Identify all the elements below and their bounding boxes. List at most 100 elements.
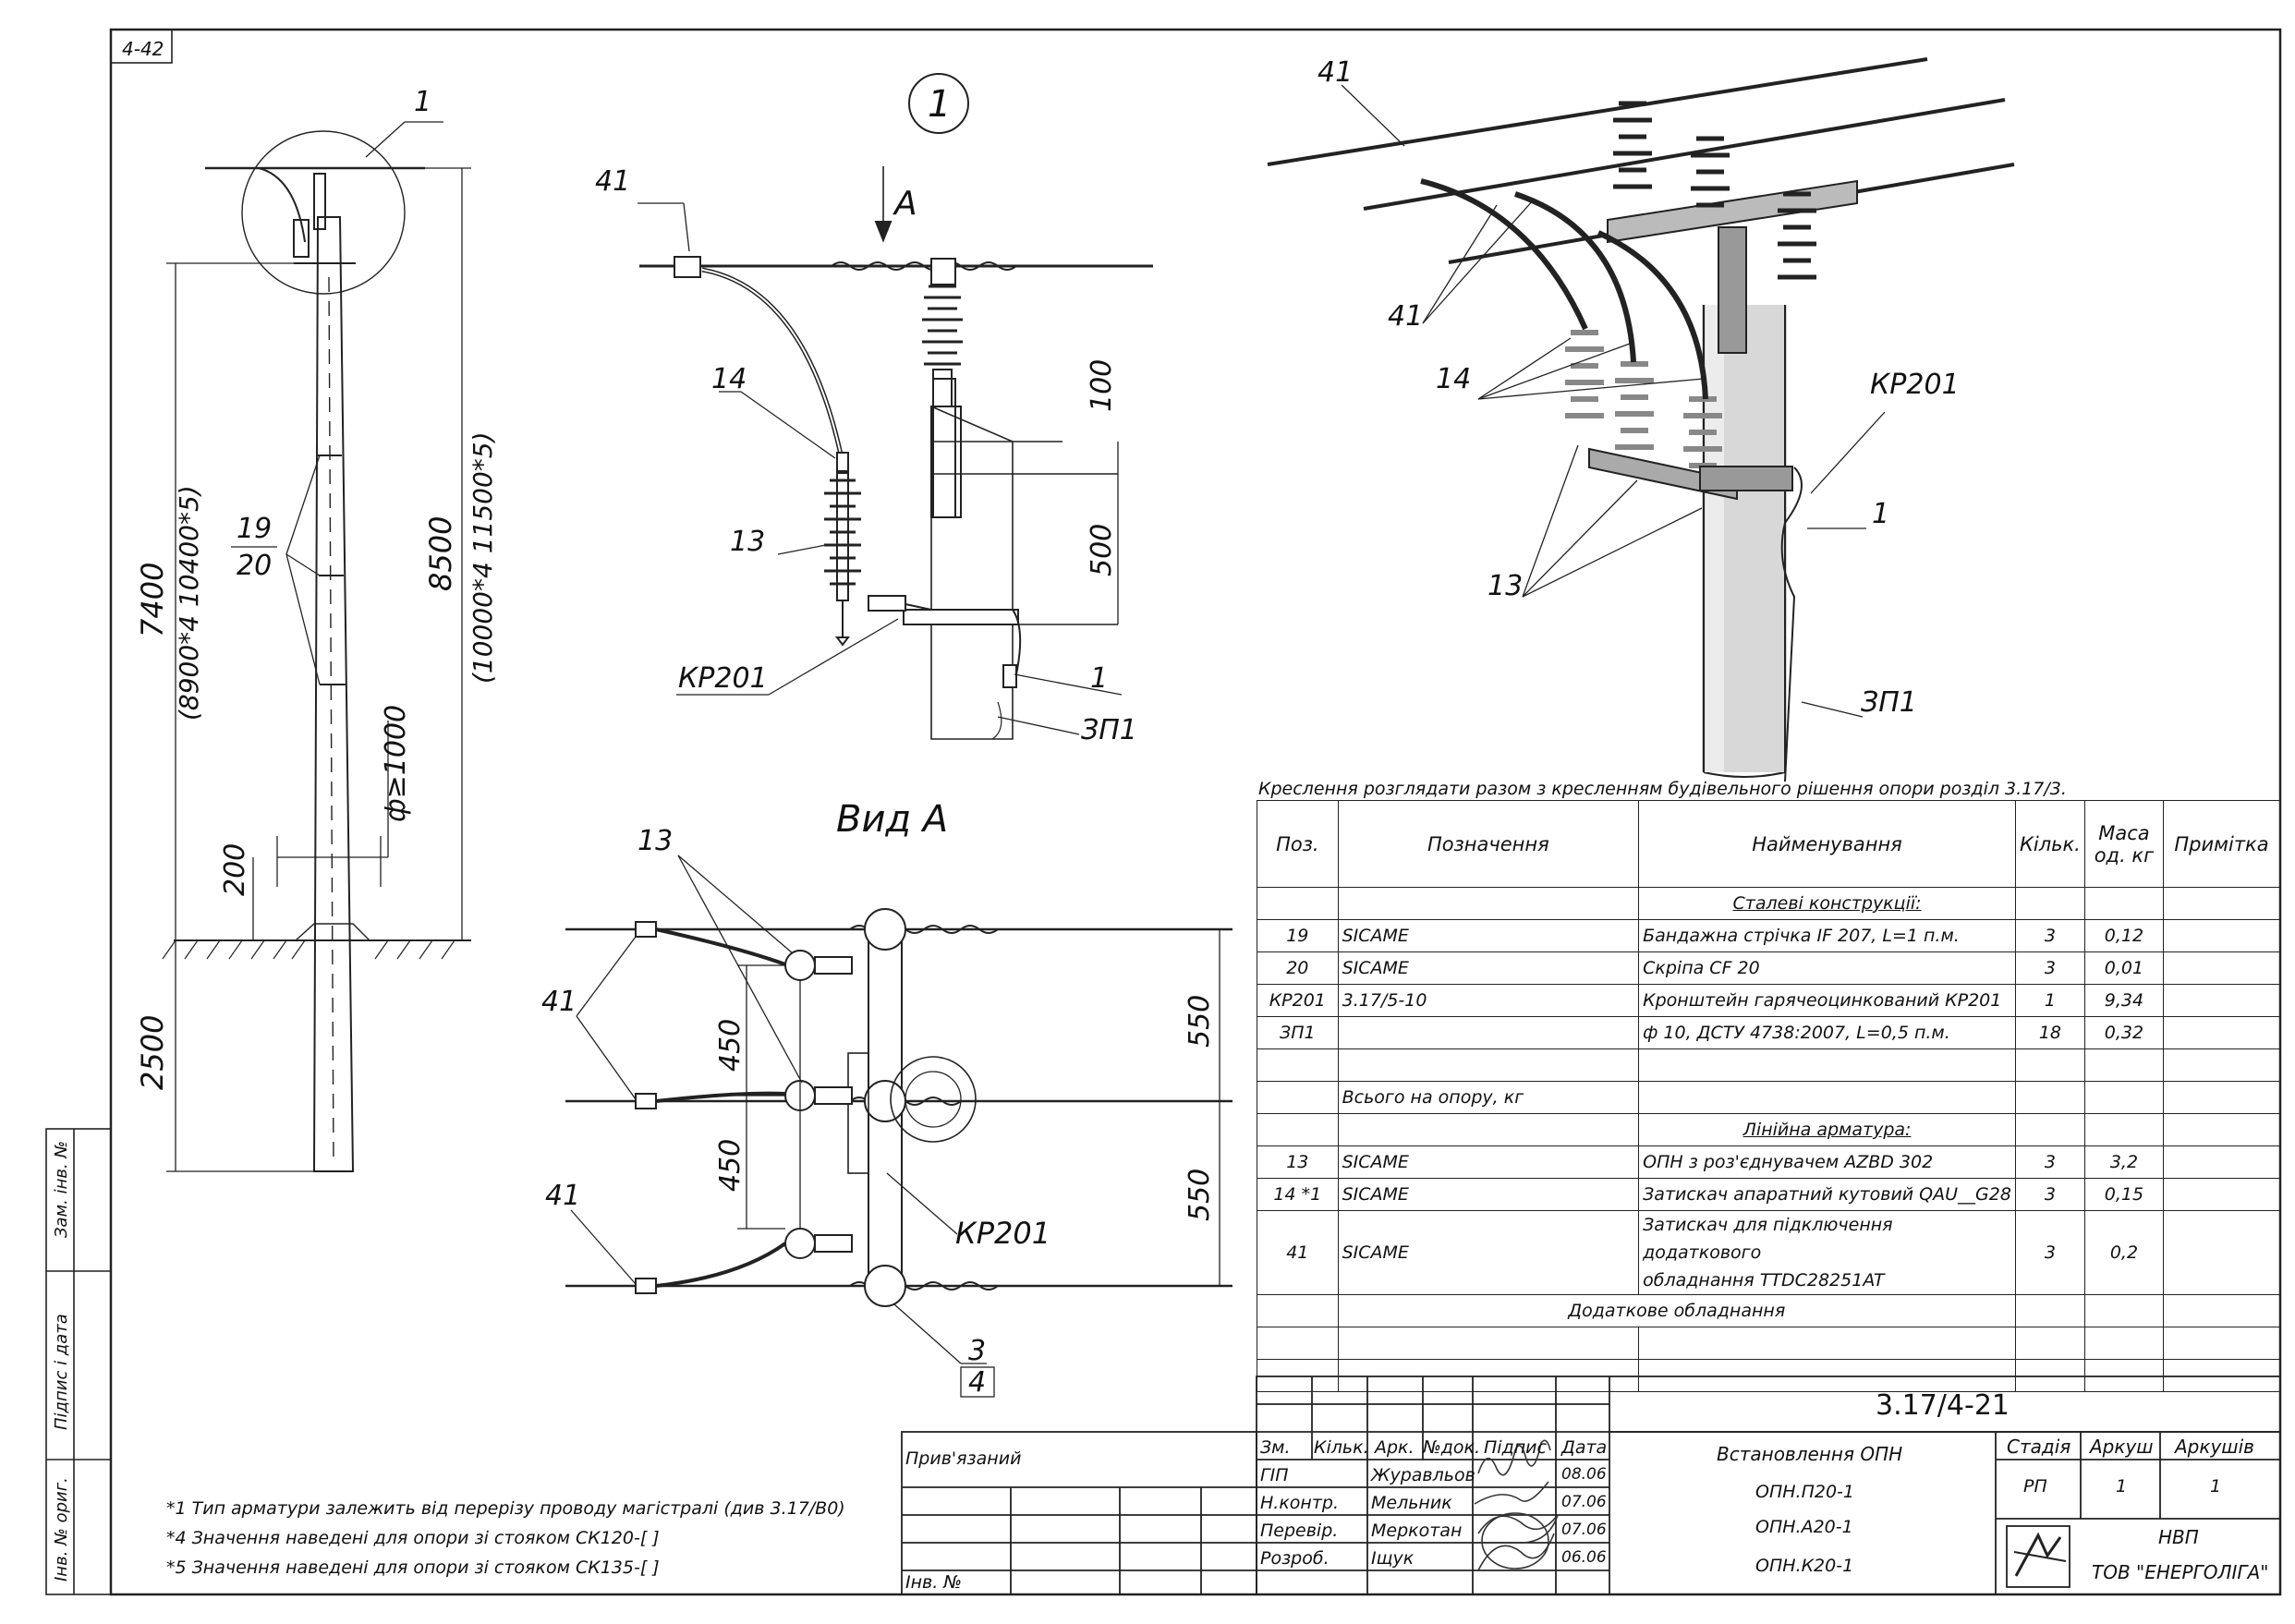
view-a-label-3: 3 — [968, 1335, 986, 1367]
total-mass-label: Всього на опору, кг — [1337, 1081, 1640, 1114]
callout-number: 1 — [928, 83, 951, 126]
col-pos: Поз. — [1257, 800, 1339, 888]
company-line1: НВП — [2158, 1526, 2199, 1548]
detail-dim-500: 500 — [1086, 524, 1118, 576]
sheets-header: Аркушів — [2175, 1436, 2254, 1458]
col-mass: Маса од. кг — [2083, 800, 2165, 888]
section-extra: Додаткове обладнання — [1337, 1294, 2016, 1327]
side-label-sign: Підпис і дата — [52, 1314, 71, 1430]
footnote-5: *5 Значення наведені для опори зі стояко… — [166, 1557, 660, 1578]
view-a-label-kr201: КР201 — [955, 1216, 1050, 1251]
pole-label-1: 1 — [414, 86, 431, 118]
detail-view — [638, 166, 1153, 740]
detail-label-zp1: ЗП1 — [1081, 714, 1137, 746]
role-2: Перевір. — [1260, 1521, 1339, 1541]
sheets-value: 1 — [2210, 1476, 2222, 1497]
col-name: Найменування — [1638, 800, 2016, 888]
pole-elevation — [162, 121, 471, 1172]
iso-label-kr201: КР201 — [1870, 369, 1960, 401]
pole-label-19: 19 — [237, 513, 272, 545]
view-a-dim-550a: 550 — [1184, 995, 1216, 1048]
hdr-sheet: Арк. — [1375, 1437, 1415, 1458]
company-line2: ТОВ "ЕНЕРГОЛІГА" — [2092, 1561, 2269, 1583]
view-a-label-41a: 41 — [541, 986, 577, 1018]
view-a-label-41b: 41 — [545, 1180, 580, 1212]
name-1: Мельник — [1371, 1493, 1452, 1513]
section-fittings: Лінійна арматура: — [1638, 1113, 2016, 1146]
dim-2500: 2500 — [135, 1015, 170, 1090]
iso-label-zp1: ЗП1 — [1861, 686, 1917, 719]
col-qty: Кільк. — [2014, 800, 2085, 888]
detail-label-kr201: КР201 — [678, 662, 768, 695]
col-note: Примітка — [2163, 800, 2280, 888]
view-a-dim-550b: 550 — [1184, 1169, 1216, 1221]
iso-label-41b: 41 — [1388, 300, 1423, 333]
detail-label-13: 13 — [730, 526, 765, 558]
view-a-plan — [565, 854, 1232, 1398]
role-1: Н.контр. — [1260, 1493, 1340, 1513]
name-2: Меркотан — [1371, 1521, 1463, 1541]
date-1: 07.06 — [1561, 1493, 1607, 1511]
subtitle-1: ОПН.А20-1 — [1755, 1517, 1853, 1537]
doc-code: 3.17/4-21 — [1876, 1389, 2010, 1422]
title-block-frame — [901, 1376, 2281, 1595]
name-0: Журавльов — [1371, 1465, 1475, 1485]
stage-header: Стадія — [2007, 1436, 2071, 1458]
dim-7400: 7400 — [135, 563, 170, 637]
date-0: 08.06 — [1561, 1465, 1607, 1484]
hdr-change: Зм. — [1260, 1437, 1291, 1458]
hdr-signature: Підпис — [1484, 1437, 1547, 1458]
hdr-count: Кільк. — [1314, 1437, 1369, 1458]
subtitle-0: ОПН.П20-1 — [1755, 1482, 1854, 1502]
view-a-arrow-label: A — [892, 185, 917, 223]
dim-8500: 8500 — [423, 516, 458, 591]
dim-1000: ф≥1000 — [380, 705, 412, 822]
iso-label-14: 14 — [1436, 363, 1471, 395]
footnote-4: *4 Значення наведені для опори зі стояко… — [166, 1528, 660, 1548]
col-code: Позначення — [1337, 800, 1640, 888]
hdr-docnum: №док. — [1423, 1437, 1481, 1458]
signatures — [1474, 1439, 1559, 1571]
detail-dim-100: 100 — [1086, 359, 1118, 412]
inv-label: Інв. № — [905, 1572, 963, 1593]
section-steel: Сталеві конструкції: — [1638, 887, 2016, 920]
callout-circle — [908, 73, 969, 134]
role-3: Розроб. — [1260, 1548, 1330, 1569]
footnote-1: *1 Тип арматури залежить від перерізу пр… — [166, 1498, 845, 1519]
side-stamp-strip — [45, 1128, 112, 1595]
dim-8900: (8900*4 10400*5) — [174, 485, 204, 721]
detail-label-14: 14 — [711, 363, 747, 395]
dim-10000: (10000*4 11500*5) — [468, 431, 498, 684]
view-a-dim-450a: 450 — [714, 1019, 747, 1072]
view-a-dim-450b: 450 — [714, 1139, 747, 1192]
date-3: 06.06 — [1561, 1548, 1607, 1567]
iso-label-13: 13 — [1488, 570, 1523, 602]
role-0: ГІП — [1260, 1465, 1289, 1485]
iso-label-41a: 41 — [1318, 56, 1353, 89]
hdr-date: Дата — [1561, 1437, 1608, 1458]
side-label-replace: Зам. інв. № — [52, 1141, 71, 1238]
dim-200: 200 — [219, 843, 251, 896]
drawing-note: Креслення розглядати разом з кресленням … — [1258, 779, 2067, 799]
sheet-tag: 4-42 — [122, 38, 164, 60]
view-a-label-13: 13 — [638, 825, 673, 857]
side-label-orig: Інв. № ориг. — [52, 1477, 71, 1582]
spec-table: Поз. Позначення Найменування Кільк. Маса… — [1257, 800, 2280, 1392]
stage-value: РП — [2023, 1476, 2047, 1497]
subtitle-2: ОПН.К20-1 — [1755, 1556, 1854, 1576]
name-3: Іщук — [1371, 1548, 1415, 1569]
iso-label-1: 1 — [1872, 498, 1889, 530]
sheet-header: Аркуш — [2090, 1436, 2154, 1458]
isometric-view — [1267, 57, 2015, 782]
view-a-title: Вид А — [836, 798, 948, 841]
attached-label: Прив'язаний — [905, 1448, 1022, 1469]
detail-label-41: 41 — [595, 165, 630, 198]
